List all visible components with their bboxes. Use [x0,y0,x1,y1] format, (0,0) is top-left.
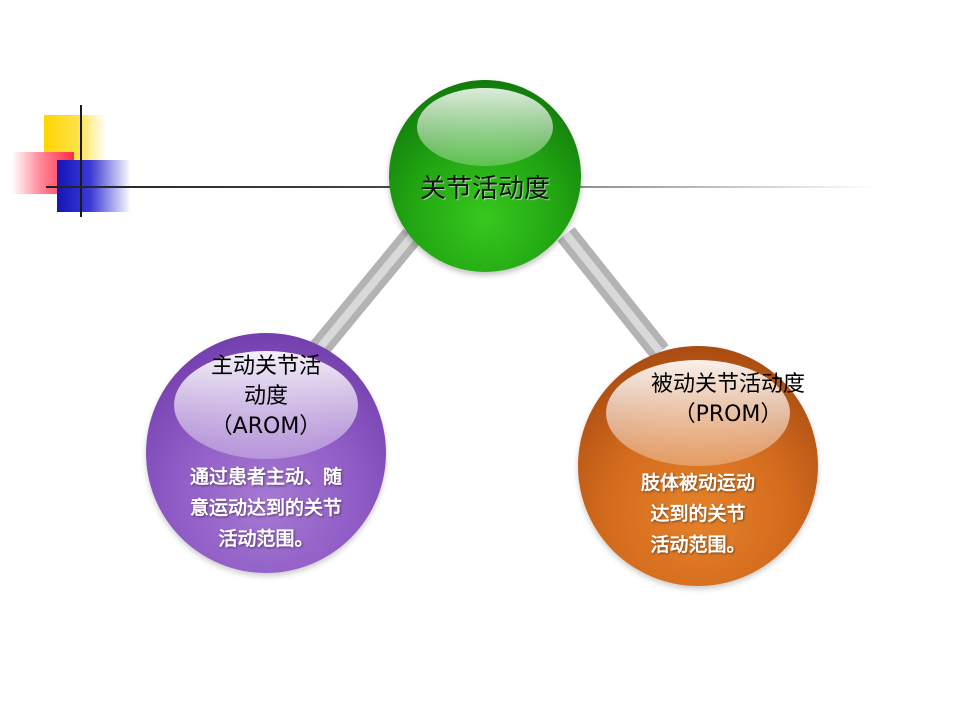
right-sphere [578,346,818,586]
decor-vertical-line [80,105,82,217]
left-sphere-gloss [174,351,358,459]
top-sphere [389,80,581,272]
left-heading-line-1: 主动关节活 [210,354,321,379]
right-node-heading: 被动关节活动度 （PROM） [618,370,838,430]
left-node-description: 通过患者主动、随 意运动达到的关节 活动范围。 [160,462,372,555]
connector-right-highlight [562,231,664,355]
left-heading-line-2: 动度 [243,384,288,409]
right-node-description: 肢体被动运动 达到的关节 活动范围。 [618,468,778,561]
left-desc-line-1: 通过患者主动、随 [189,466,342,488]
right-desc-line-3: 活动范围。 [650,534,746,556]
right-heading-line-1: 被动关节活动度 [650,372,805,397]
left-node-heading: 主动关节活 动度 （AROM） [186,352,346,442]
right-desc-line-2: 达到的关节 [650,503,746,525]
left-desc-line-3: 活动范围。 [218,528,314,550]
top-node-label: 关节活动度 [419,174,550,204]
left-sphere [146,333,386,573]
top-sphere-gloss [417,88,553,166]
left-heading-line-3: （AROM） [210,414,322,439]
left-desc-line-2: 意运动达到的关节 [189,497,342,519]
right-sphere-gloss [606,360,790,466]
right-desc-line-1: 肢体被动运动 [640,472,755,494]
right-heading-line-2: （PROM） [673,402,783,427]
connector-left-highlight [314,233,416,353]
